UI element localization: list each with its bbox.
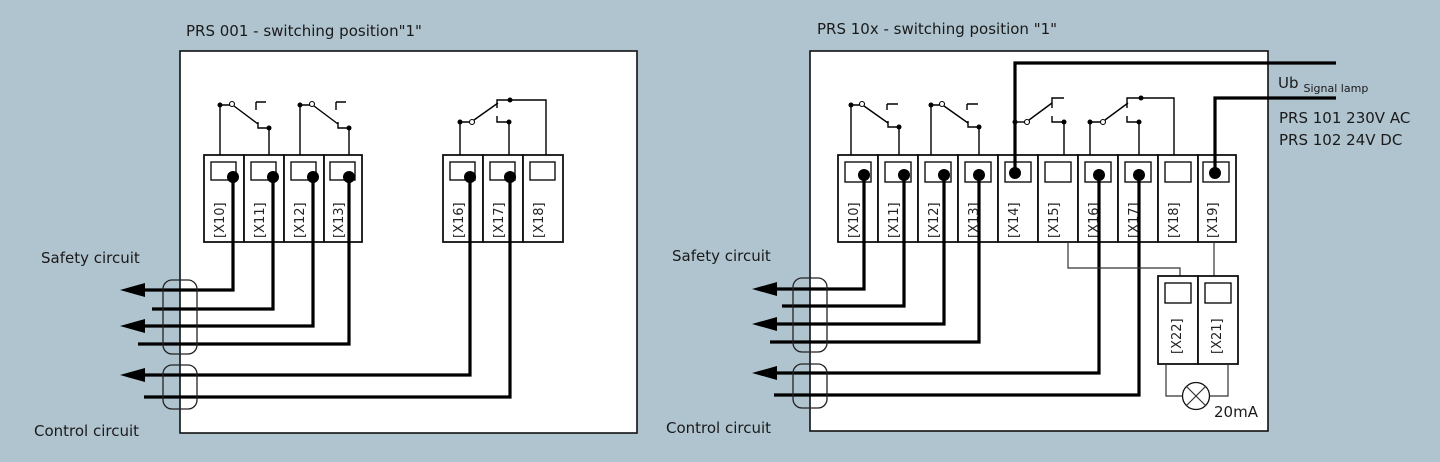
terminal-label: [X12] <box>293 202 308 238</box>
left-changeover-contact <box>457 97 547 155</box>
terminal-label: [X19] <box>1206 202 1221 238</box>
terminal-label: [X13] <box>332 202 347 238</box>
lamp-current-label: 20mA <box>1214 403 1259 421</box>
arrow-icon <box>752 366 777 380</box>
arrow-icon <box>752 317 777 331</box>
terminal-label: [X17] <box>492 202 507 238</box>
right-lamp-wiring <box>1067 242 1215 276</box>
terminal-label: [X21] <box>1210 318 1225 354</box>
terminal-label: [X14] <box>1007 202 1022 238</box>
terminal-label: [X10] <box>213 202 228 238</box>
left-control-circuit-label: Control circuit <box>34 422 139 440</box>
variant-label-1: PRS 101 230V AC <box>1279 109 1410 127</box>
terminal-label: [X18] <box>532 202 547 238</box>
safety-cable-bundle <box>162 279 198 355</box>
left-relay-contacts-1 <box>217 100 352 155</box>
right-safety-circuit-label: Safety circuit <box>672 247 771 265</box>
right-supply-wires <box>1013 61 1336 173</box>
right-diagram: PRS 10x - switching position "1" <box>666 20 1410 437</box>
terminal-label: [X11] <box>887 202 902 238</box>
terminal-label: [X12] <box>927 202 942 238</box>
arrow-icon <box>120 319 145 333</box>
supply-labels: Ub Signal lamp PRS 101 230V AC PRS 102 24… <box>1278 74 1410 149</box>
right-relay-contacts <box>848 95 1175 155</box>
signal-lamp: 20mA <box>1165 364 1259 421</box>
left-safety-circuit-label: Safety circuit <box>41 249 140 267</box>
supply-label-main: Ub <box>1278 74 1299 92</box>
arrow-icon <box>120 283 145 297</box>
variant-label-2: PRS 102 24V DC <box>1279 131 1402 149</box>
terminal-label: [X16] <box>452 202 467 238</box>
right-terminal-block: [X10] [X11] [X12] [X13] [X14] [X15] [X16… <box>837 154 1237 243</box>
right-wires <box>752 175 1141 397</box>
terminal-label: [X18] <box>1167 202 1182 238</box>
left-title: PRS 001 - switching position"1" <box>186 22 422 40</box>
terminal-label: [X11] <box>253 202 268 238</box>
left-terminal-block-1: [X10] [X11] [X12] [X13] <box>203 154 363 243</box>
safety-cable-bundle <box>792 277 828 353</box>
arrow-icon <box>120 368 145 382</box>
right-control-circuit-label: Control circuit <box>666 419 771 437</box>
left-diagram: PRS 001 - switching position"1" [X10] [X… <box>34 22 638 440</box>
terminal-label: [X10] <box>847 202 862 238</box>
supply-label: Ub Signal lamp <box>1278 74 1368 95</box>
arrow-icon <box>752 282 777 296</box>
control-cable-bundle <box>792 363 828 409</box>
terminal-label: [X22] <box>1170 318 1185 354</box>
left-wires <box>120 177 512 399</box>
lamp-terminal-block: [X22] [X21] <box>1157 275 1239 365</box>
control-cable-bundle <box>162 364 198 410</box>
lamp-icon <box>1181 381 1211 411</box>
left-terminal-block-2: [X16] [X17] [X18] <box>442 154 564 243</box>
terminal-label: [X15] <box>1047 202 1062 238</box>
supply-label-sub: Signal lamp <box>1304 82 1369 95</box>
right-title: PRS 10x - switching position "1" <box>817 20 1057 38</box>
